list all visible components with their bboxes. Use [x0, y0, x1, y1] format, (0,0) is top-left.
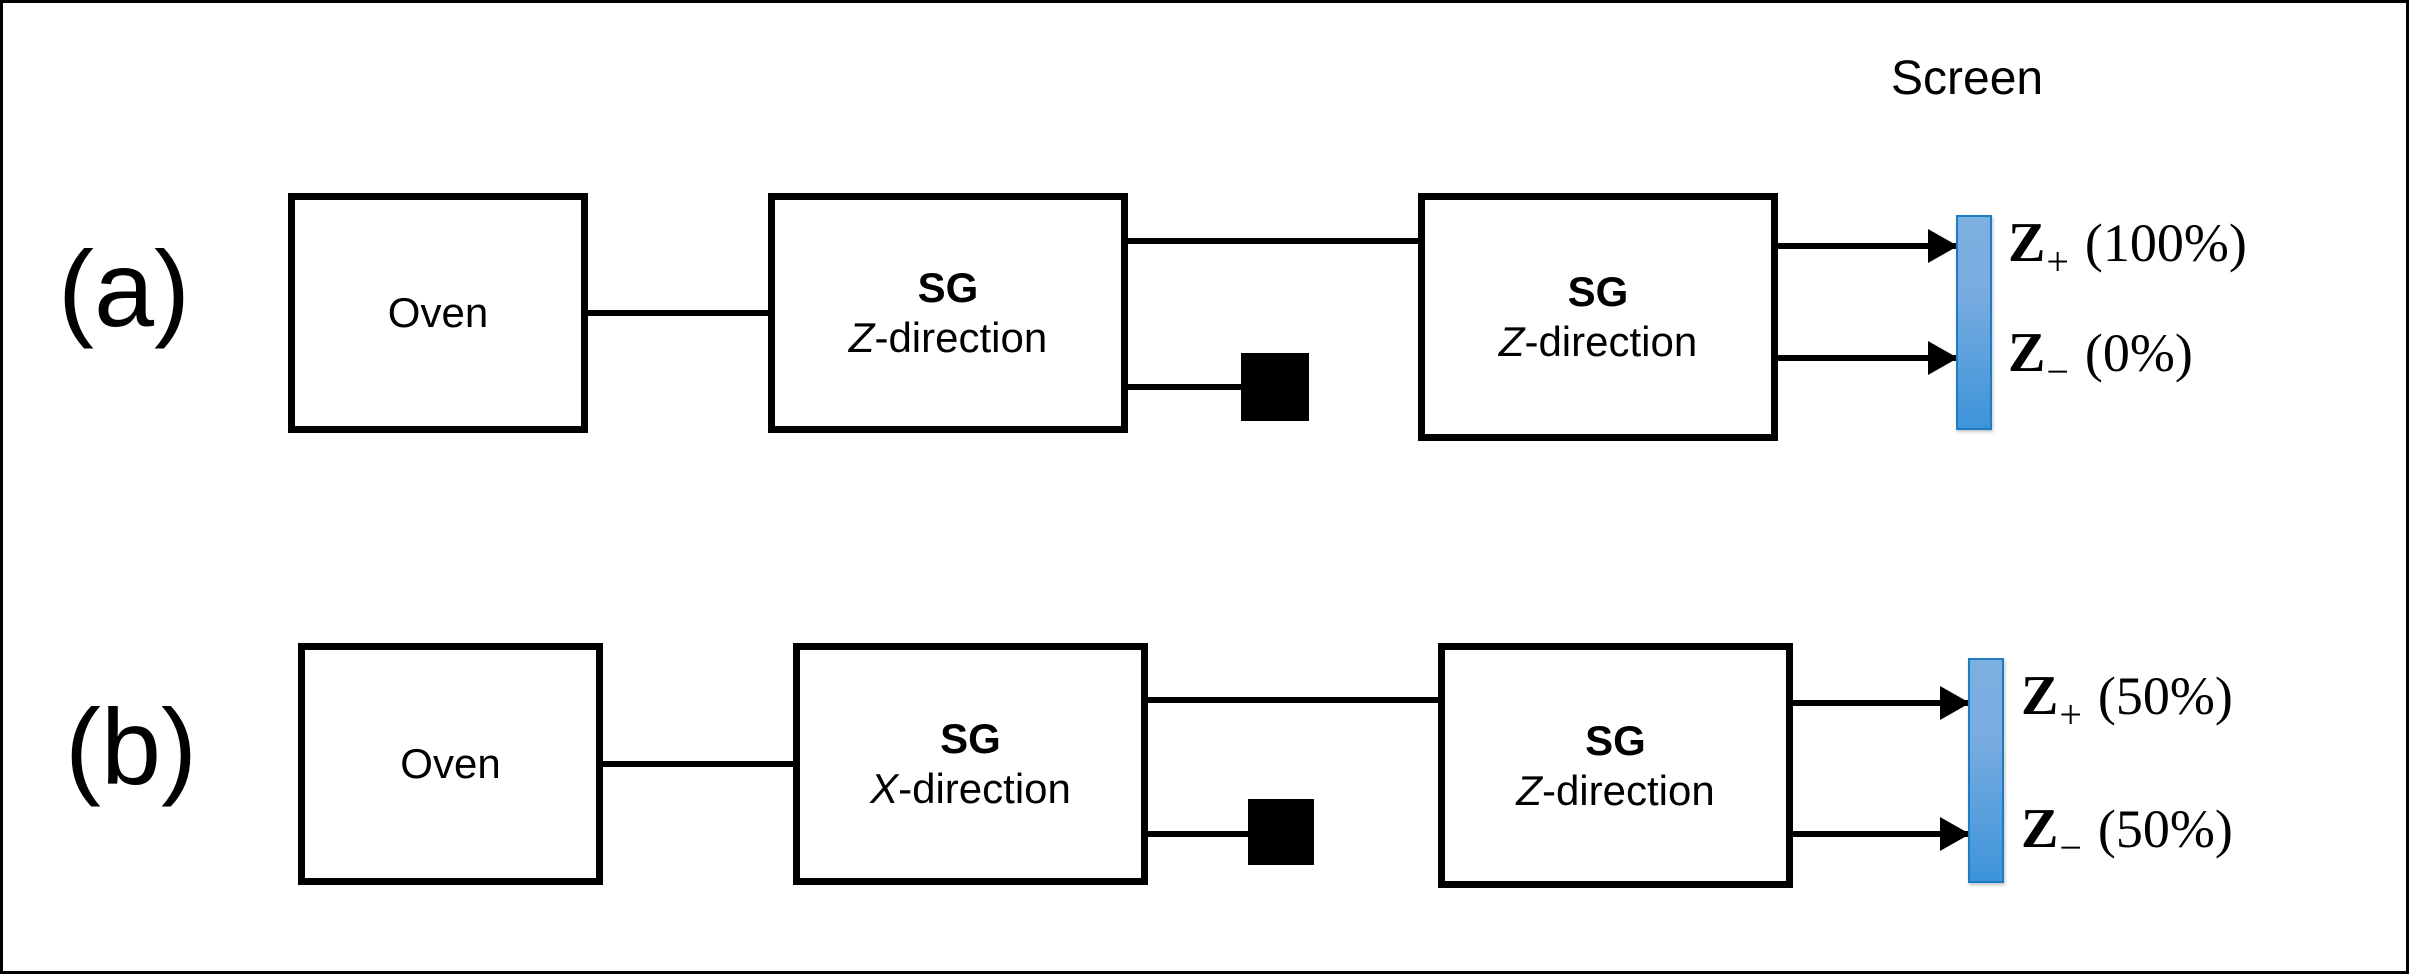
outcome-sign-zplus-b: +	[2059, 692, 2082, 737]
screen-caption: Screen	[1891, 52, 2044, 105]
outcome-symbol-zplus-a: Z	[2008, 212, 2046, 274]
outcome-symbol-zminus-a: Z	[2008, 322, 2046, 384]
outcome-zplus-a: Z+ (100%)	[2008, 212, 2247, 282]
outcome-probability-zplus-a: (100%)	[2084, 213, 2247, 273]
sg-axis-2-a: Z	[1498, 318, 1525, 365]
beam-upper-sg1-to-sg2-a	[1128, 238, 1418, 244]
sg-axis-2-b: Z	[1516, 766, 1542, 814]
detector-screen-b	[1968, 658, 2004, 883]
outcome-sign-zplus-a: +	[2046, 239, 2069, 284]
beam-lower-sg1-to-blocker-b	[1148, 831, 1258, 837]
beam-oven-to-sg1-a	[588, 310, 768, 316]
sg-title-1-b: SG	[940, 715, 1001, 763]
outcome-probability-zminus-b: (50%)	[2097, 799, 2233, 859]
outcome-symbol-zplus-b: Z	[2021, 665, 2059, 727]
sg-title-2-b: SG	[1585, 716, 1646, 764]
outcome-sign-zminus-b: −	[2059, 825, 2082, 870]
oven-box-b: Oven	[298, 643, 603, 885]
oven-box-a: Oven	[288, 193, 588, 433]
sg-direction-2-b: Z-direction	[1516, 766, 1714, 816]
detector-screen-a	[1956, 215, 1992, 430]
sg-title-1-a: SG	[917, 264, 979, 312]
sg-title-2-a: SG	[1567, 268, 1629, 316]
outcome-zminus-a: Z−(0%)	[2008, 322, 2193, 392]
sg-direction-suffix-1-a: -direction	[874, 314, 1048, 361]
sg-analyzer-1-a: SG Z-direction	[768, 193, 1128, 433]
outcome-probability-zminus-a: (0%)	[2084, 323, 2193, 383]
outcome-symbol-zminus-b: Z	[2021, 798, 2059, 860]
sg-axis-1-a: Z	[848, 314, 875, 361]
arrow-zminus-a	[1778, 355, 1956, 361]
oven-label-b: Oven	[400, 740, 501, 788]
sg-direction-suffix-1-b: -direction	[898, 765, 1071, 812]
oven-label-a: Oven	[387, 289, 489, 337]
sg-direction-suffix-2-b: -direction	[1541, 766, 1715, 814]
sg-axis-1-b: X	[870, 765, 899, 812]
sg-direction-1-b: X-direction	[870, 764, 1071, 814]
beam-upper-sg1-to-sg2-b	[1148, 697, 1438, 703]
sg-analyzer-1-b: SG X-direction	[793, 643, 1148, 885]
outcome-zminus-b: Z−(50%)	[2021, 798, 2233, 868]
beam-blocker-b	[1248, 799, 1314, 865]
panel-letter-b: (b)	[65, 686, 197, 807]
arrow-zminus-b	[1793, 831, 1968, 837]
outcome-zplus-b: Z+ (50%)	[2021, 665, 2233, 735]
beam-blocker-a	[1241, 353, 1309, 421]
panel-letter-a: (a)	[58, 228, 190, 349]
sg-direction-1-a: Z-direction	[849, 313, 1047, 363]
outcome-sign-zminus-a: −	[2046, 349, 2069, 394]
sg-analyzer-2-a: SG Z-direction	[1418, 193, 1778, 441]
beam-oven-to-sg1-b	[603, 761, 793, 767]
sg-direction-suffix-2-a: -direction	[1524, 318, 1698, 365]
beam-lower-sg1-to-blocker-a	[1128, 384, 1243, 390]
sg-analyzer-2-b: SG Z-direction	[1438, 643, 1793, 888]
arrow-zplus-b	[1793, 700, 1968, 706]
outcome-probability-zplus-b: (50%)	[2097, 666, 2233, 726]
sg-direction-2-a: Z-direction	[1499, 317, 1697, 367]
arrow-zplus-a	[1778, 243, 1956, 249]
